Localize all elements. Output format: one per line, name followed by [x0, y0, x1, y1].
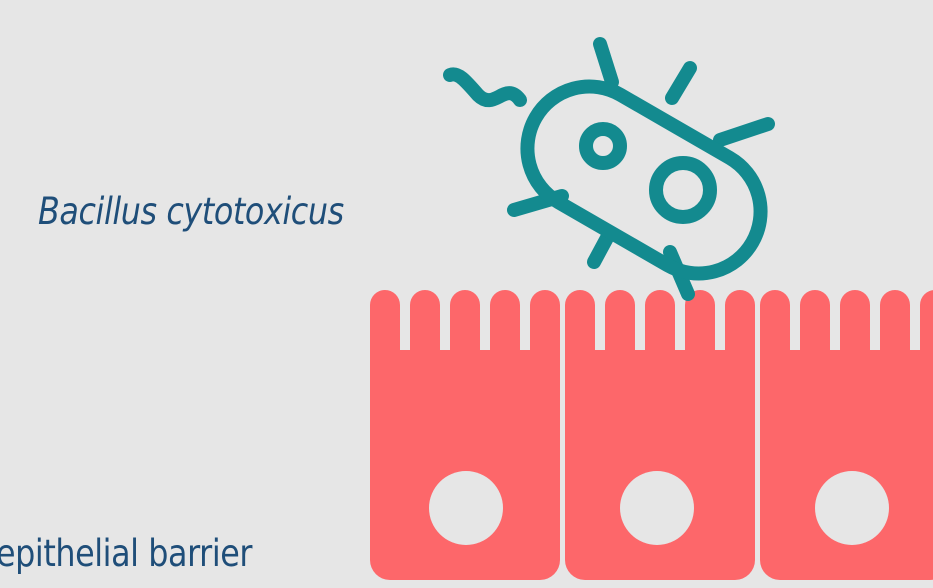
nucleus-2	[620, 471, 694, 545]
pilus	[594, 236, 608, 262]
epithelial-cell-icon	[760, 290, 933, 580]
epithelial-cell-icon	[370, 290, 560, 580]
barrier-label: epithelial barrier	[0, 532, 252, 575]
nucleus-3	[815, 471, 889, 545]
pilus	[600, 44, 612, 82]
pilus	[672, 68, 690, 98]
epithelial-barrier	[370, 290, 933, 580]
bacterium-body	[505, 64, 784, 296]
bacterium-label: Bacillus cytotoxicus	[38, 190, 344, 233]
bacterium-icon	[450, 44, 783, 296]
nucleus-1	[429, 471, 503, 545]
pilus	[720, 124, 768, 140]
flagellum	[450, 74, 520, 100]
granule-large	[656, 163, 710, 217]
epithelial-cell-icon	[565, 290, 755, 580]
granule-small	[586, 129, 620, 163]
